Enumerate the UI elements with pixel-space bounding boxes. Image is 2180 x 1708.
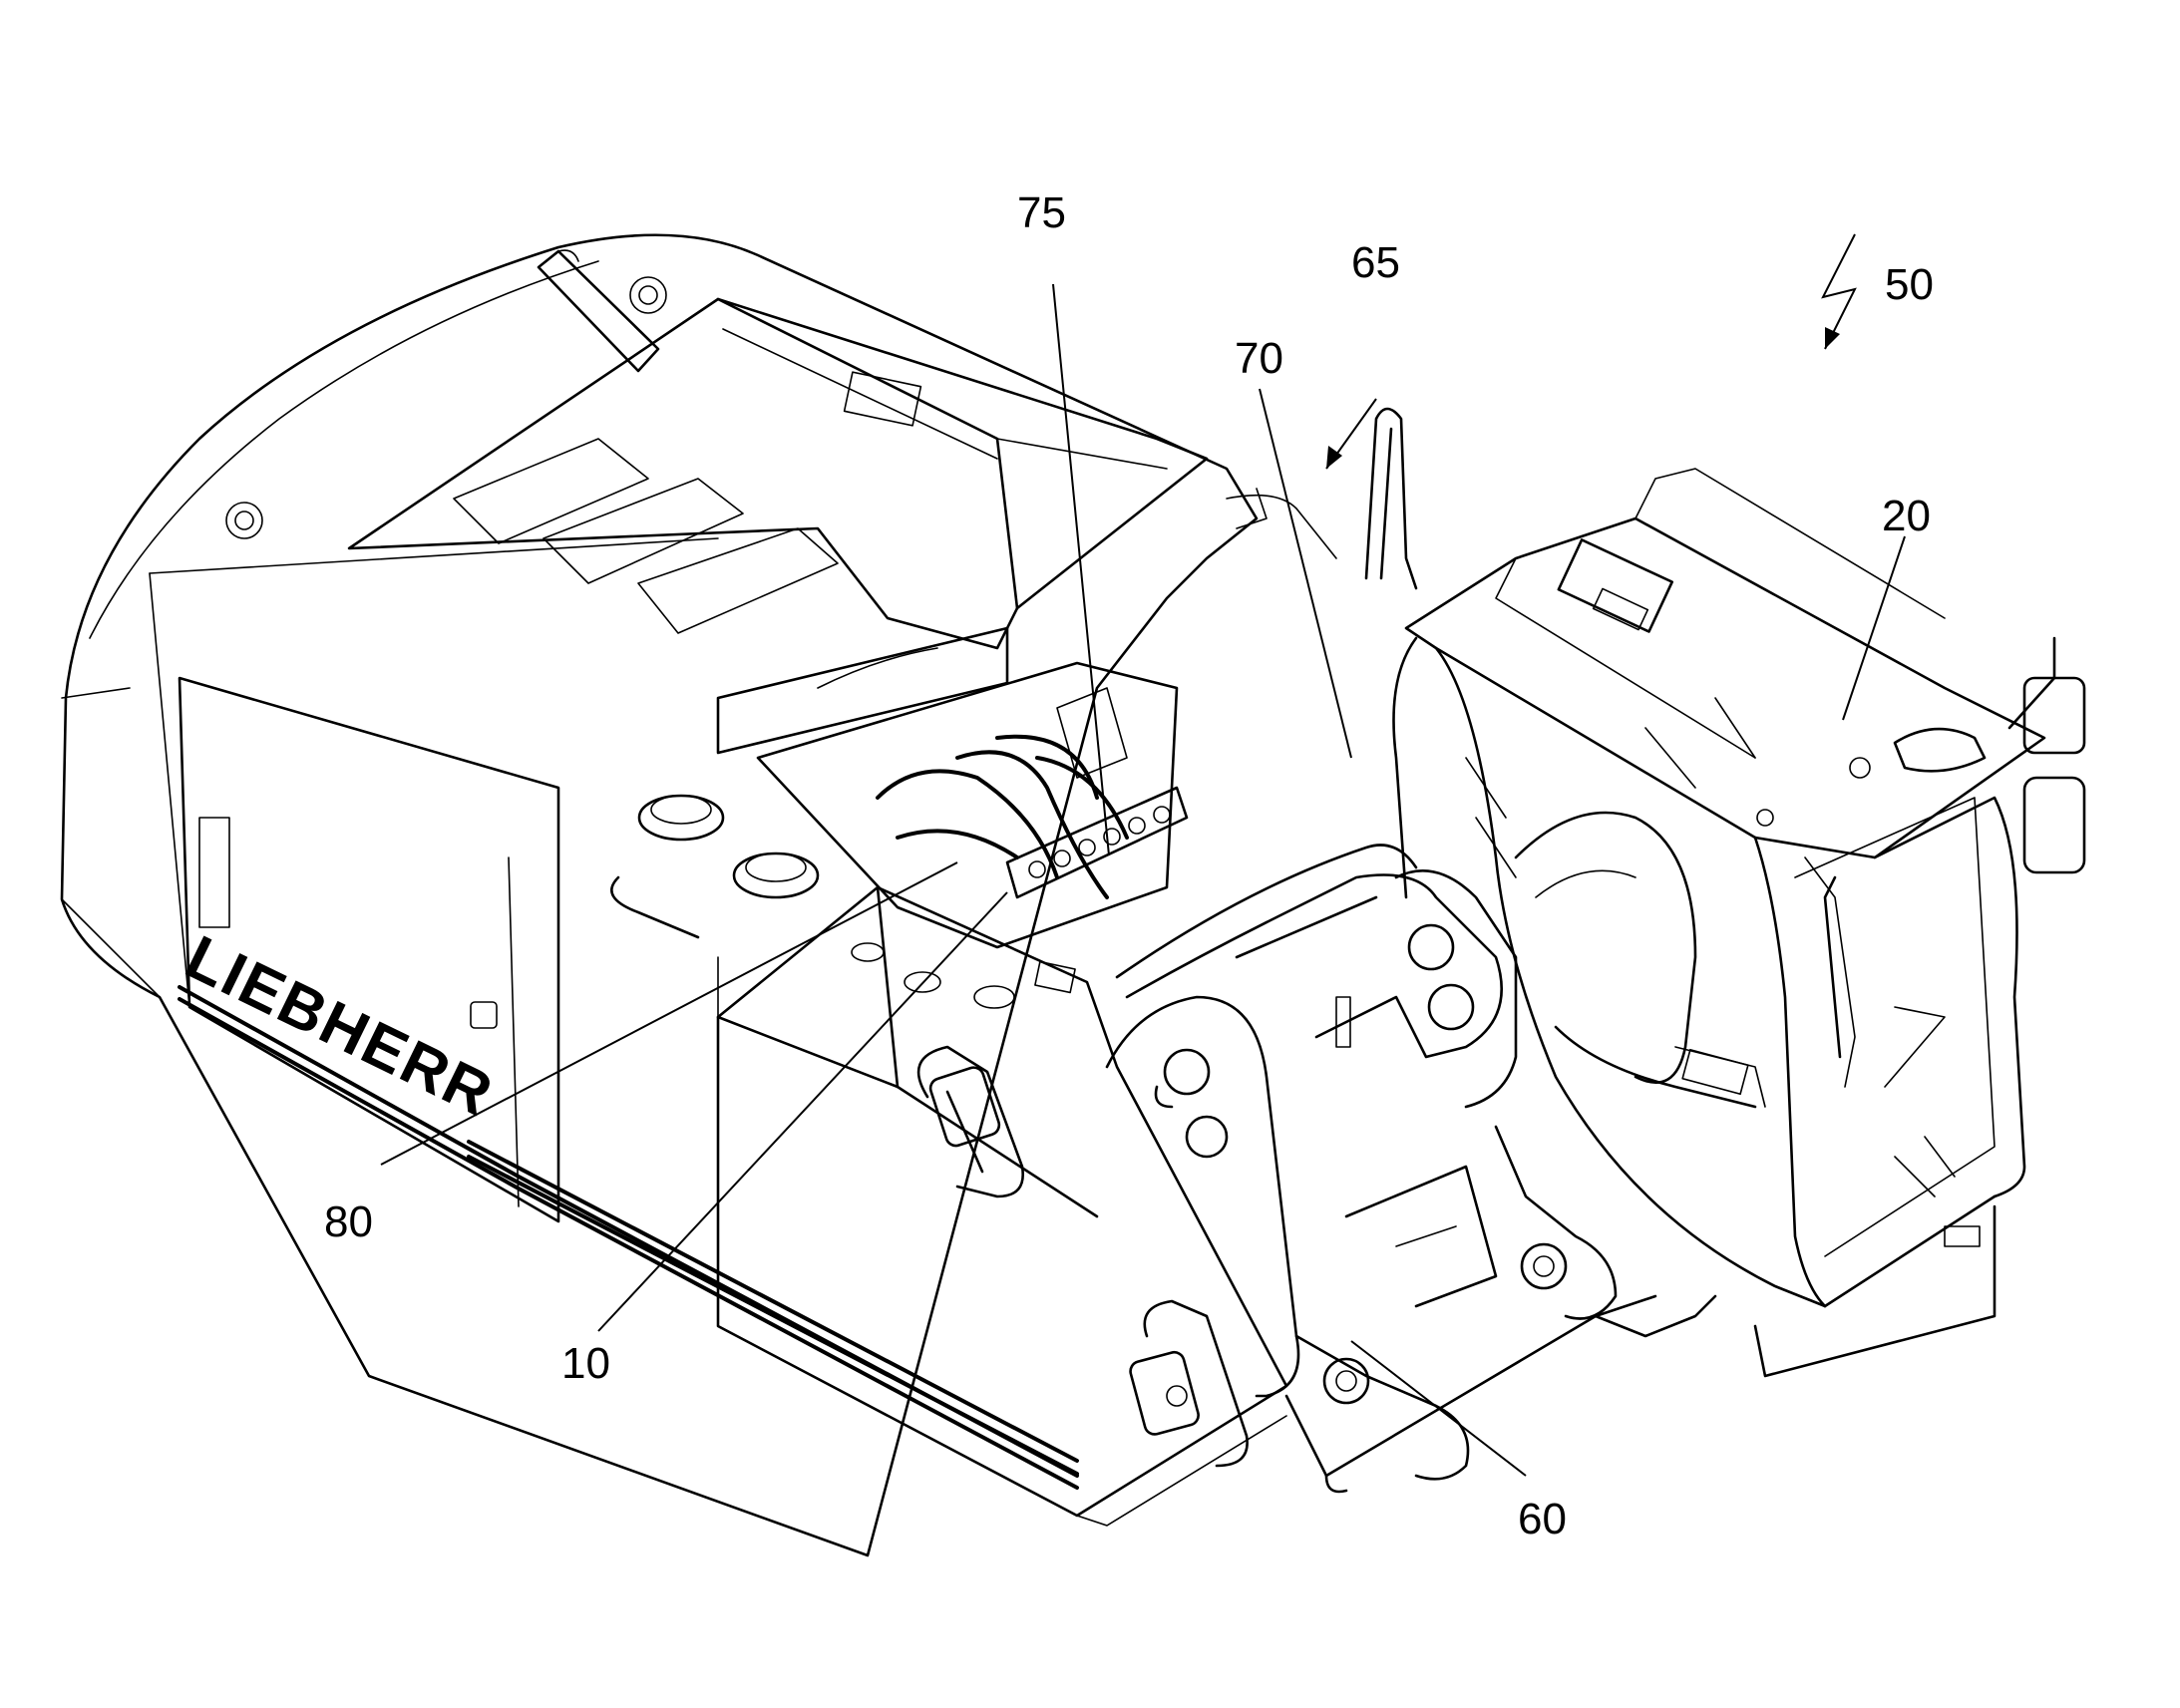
tank-box [716,885,1288,1527]
ref-numeral-10: 10 [561,1339,610,1388]
ref-numeral-75: 75 [1017,188,1066,237]
arrow-50 [1821,233,1857,350]
ref-numeral-65: 65 [1351,238,1400,287]
ref-numeral-20: 20 [1882,492,1931,540]
tank-caps [610,794,1076,1009]
ref-numeral-70: 70 [1235,334,1283,383]
machine-housing [60,233,1259,1557]
leader-70 [1259,388,1352,759]
leader-80 [380,861,958,1166]
leader-lines [380,233,1906,1477]
boom-foot-frame [1105,844,1717,1494]
ref-numeral-50: 50 [1885,260,1934,309]
engine-hood [347,297,1209,755]
leader-20 [1842,535,1906,721]
leader-10 [597,891,1008,1332]
valve-compartment [756,661,1189,949]
operator-cab [1392,468,2086,1378]
ref-numeral-60: 60 [1518,1495,1567,1543]
ref-numeral-80: 80 [324,1197,373,1246]
handrail [1226,407,1418,590]
leader-60 [1350,1340,1527,1477]
leader-75 [1052,283,1110,856]
